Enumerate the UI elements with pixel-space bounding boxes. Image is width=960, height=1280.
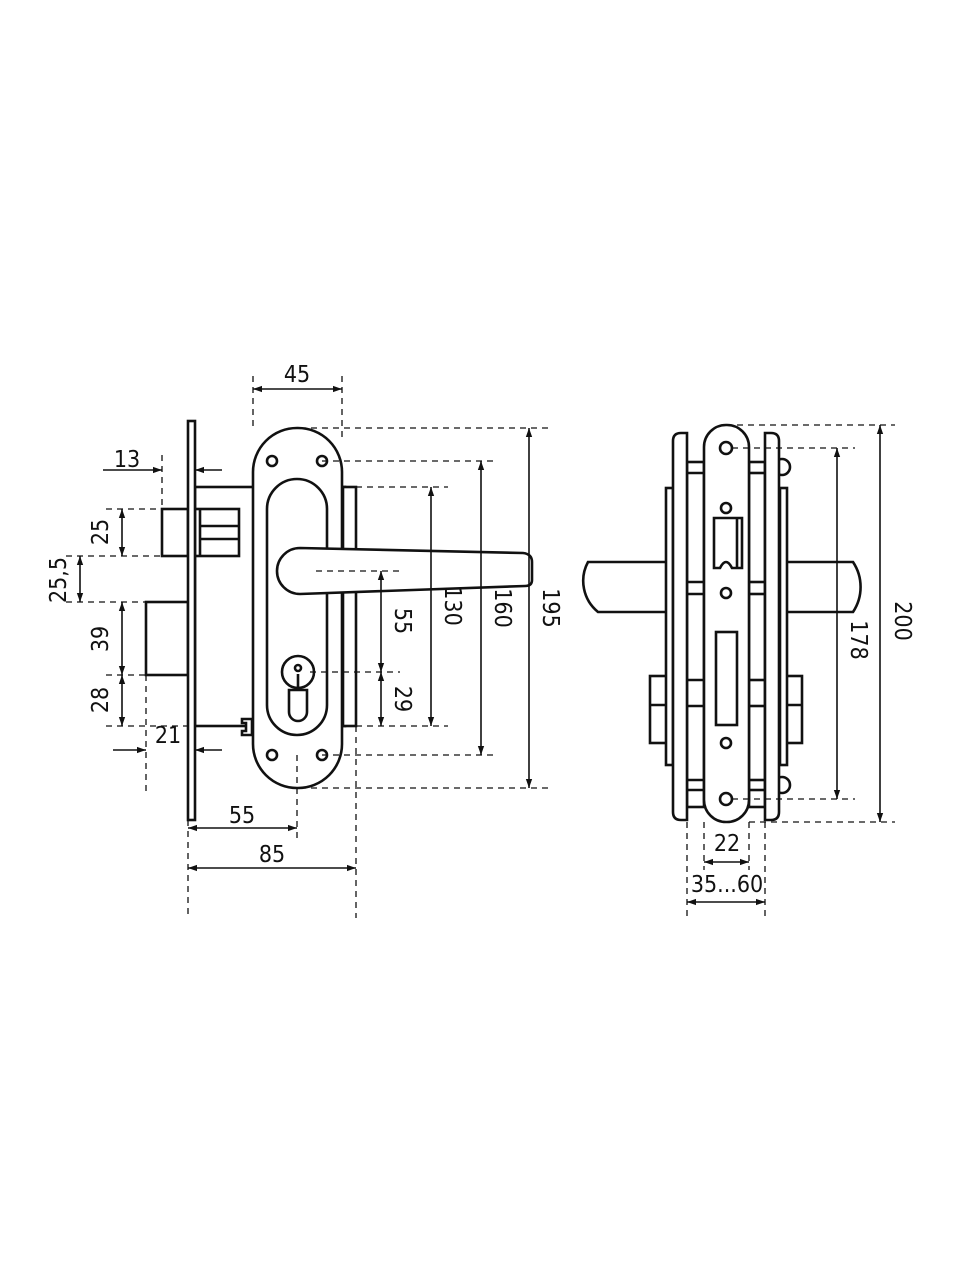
- label-55-vertical: 55: [389, 608, 415, 634]
- latch-tail: [193, 507, 241, 558]
- side-view: 178 200 22 35...60: [581, 423, 915, 918]
- label-130: 130: [439, 586, 465, 626]
- dead-bolt: [144, 600, 190, 677]
- label-178: 178: [845, 620, 871, 660]
- bolt-opening: [714, 630, 739, 727]
- lever-right: [783, 560, 862, 614]
- label-45: 45: [284, 362, 310, 388]
- label-22: 22: [714, 831, 740, 857]
- label-195: 195: [537, 588, 563, 628]
- escutcheon-recess: [265, 477, 329, 737]
- label-25-5: 25,5: [46, 557, 72, 603]
- label-21: 21: [155, 723, 181, 749]
- label-25: 25: [88, 519, 114, 545]
- lever-left: [581, 560, 670, 614]
- label-200: 200: [889, 601, 915, 641]
- lever-handle: [275, 546, 534, 596]
- label-55-backset: 55: [229, 803, 255, 829]
- front-view: 45 13 25 25,5 39 28 21 55 29 130 160 195…: [46, 362, 563, 918]
- label-35-60: 35...60: [691, 872, 763, 898]
- lock-body-edge: [341, 485, 358, 728]
- label-13: 13: [114, 447, 140, 473]
- escutcheon-left-edge: [671, 431, 689, 822]
- faceplate-side: [702, 423, 751, 824]
- body-bands: [687, 471, 765, 792]
- latch-bolt: [160, 507, 190, 558]
- extension-lines: [66, 376, 548, 918]
- faceplate: [186, 419, 197, 822]
- label-85: 85: [259, 842, 285, 868]
- label-160: 160: [489, 588, 515, 628]
- label-39: 39: [88, 626, 114, 652]
- escutcheon-right-edge: [763, 431, 781, 822]
- label-28: 28: [88, 687, 114, 713]
- label-29: 29: [389, 686, 415, 712]
